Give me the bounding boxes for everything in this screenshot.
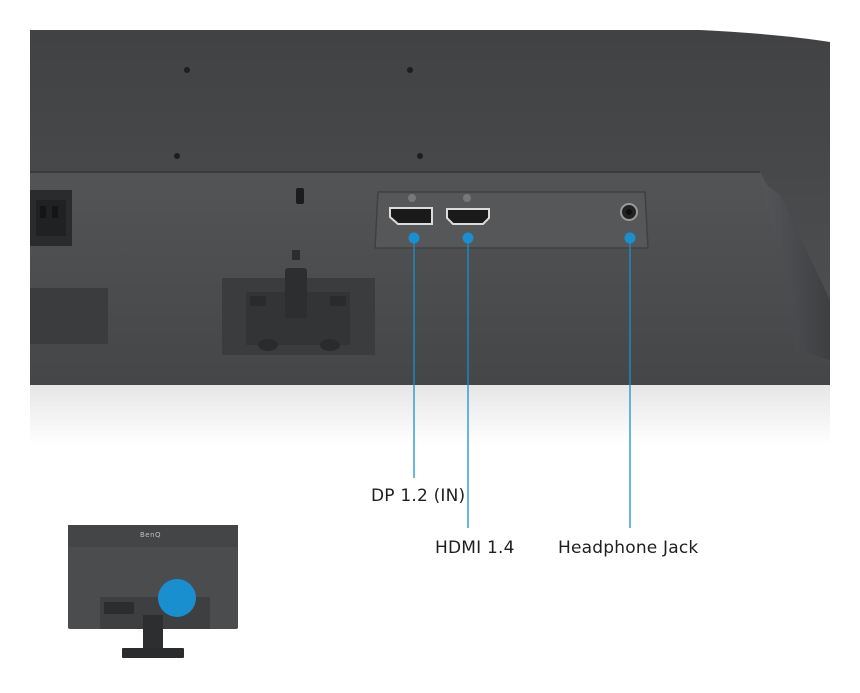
stand-mount	[222, 250, 375, 355]
callout-dot-hdmi	[462, 232, 474, 244]
monitor-thumbnail	[68, 525, 238, 658]
hdmi-port	[446, 208, 490, 225]
power-connector	[30, 190, 72, 246]
thumbnail-brand-logo: BenQ	[140, 531, 162, 539]
thumbnail-stand-base	[122, 648, 184, 658]
thumbnail-stand-neck	[143, 615, 163, 657]
callout-dot-dp	[408, 232, 420, 244]
left-block	[30, 288, 108, 344]
lock-slot	[296, 188, 304, 204]
thumbnail-highlight	[158, 579, 196, 617]
displayport-port	[389, 207, 433, 225]
vesa-holes	[174, 67, 423, 159]
recess-side-wall	[760, 180, 830, 360]
port-panel	[374, 191, 649, 249]
callout-label-headphone: Headphone Jack	[558, 538, 699, 558]
callout-label-dp: DP 1.2 (IN)	[371, 486, 466, 506]
floor-shadow	[30, 385, 830, 445]
callout-dot-headphone	[624, 232, 636, 244]
callout-label-hdmi: HDMI 1.4	[435, 538, 515, 558]
callout-lines	[408, 232, 636, 528]
